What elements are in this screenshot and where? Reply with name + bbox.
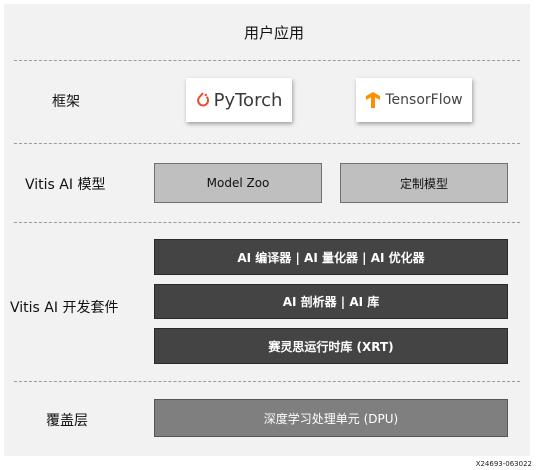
pytorch-logo-icon — [196, 92, 209, 107]
vitis-ai-models-label: Vitis AI 模型 — [25, 177, 106, 193]
xilinx-runtime-box: 赛灵思运行时库 (XRT) — [154, 328, 508, 364]
compiler-quantizer-optimizer-box: AI 编译器 | AI 量化器 | AI 优化器 — [154, 239, 508, 275]
divider-1 — [14, 60, 520, 61]
figure-id: X24693-063022 — [475, 460, 532, 468]
divider-4 — [14, 381, 520, 382]
tensorflow-logo: TensorFlow — [356, 78, 472, 122]
vitis-ai-toolkit-label: Vitis AI 开发套件 — [10, 300, 119, 316]
dpu-box: 深度学习处理单元 (DPU) — [154, 399, 508, 437]
divider-2 — [14, 143, 520, 144]
pytorch-text: PyTorch — [213, 89, 283, 111]
profiler-library-box: AI 剖析器 | AI 库 — [154, 284, 508, 319]
custom-models-box: 定制模型 — [340, 163, 508, 203]
user-application-label: 用户应用 — [244, 24, 305, 42]
tensorflow-text: TensorFlow — [385, 92, 463, 108]
pytorch-logo: PyTorch — [186, 78, 292, 122]
model-zoo-box: Model Zoo — [154, 163, 322, 203]
diagram-panel — [4, 4, 530, 456]
frameworks-label: 框架 — [52, 94, 80, 110]
tensorflow-logo-icon — [366, 92, 381, 108]
overlay-label: 覆盖层 — [46, 413, 88, 429]
divider-3 — [14, 222, 520, 223]
